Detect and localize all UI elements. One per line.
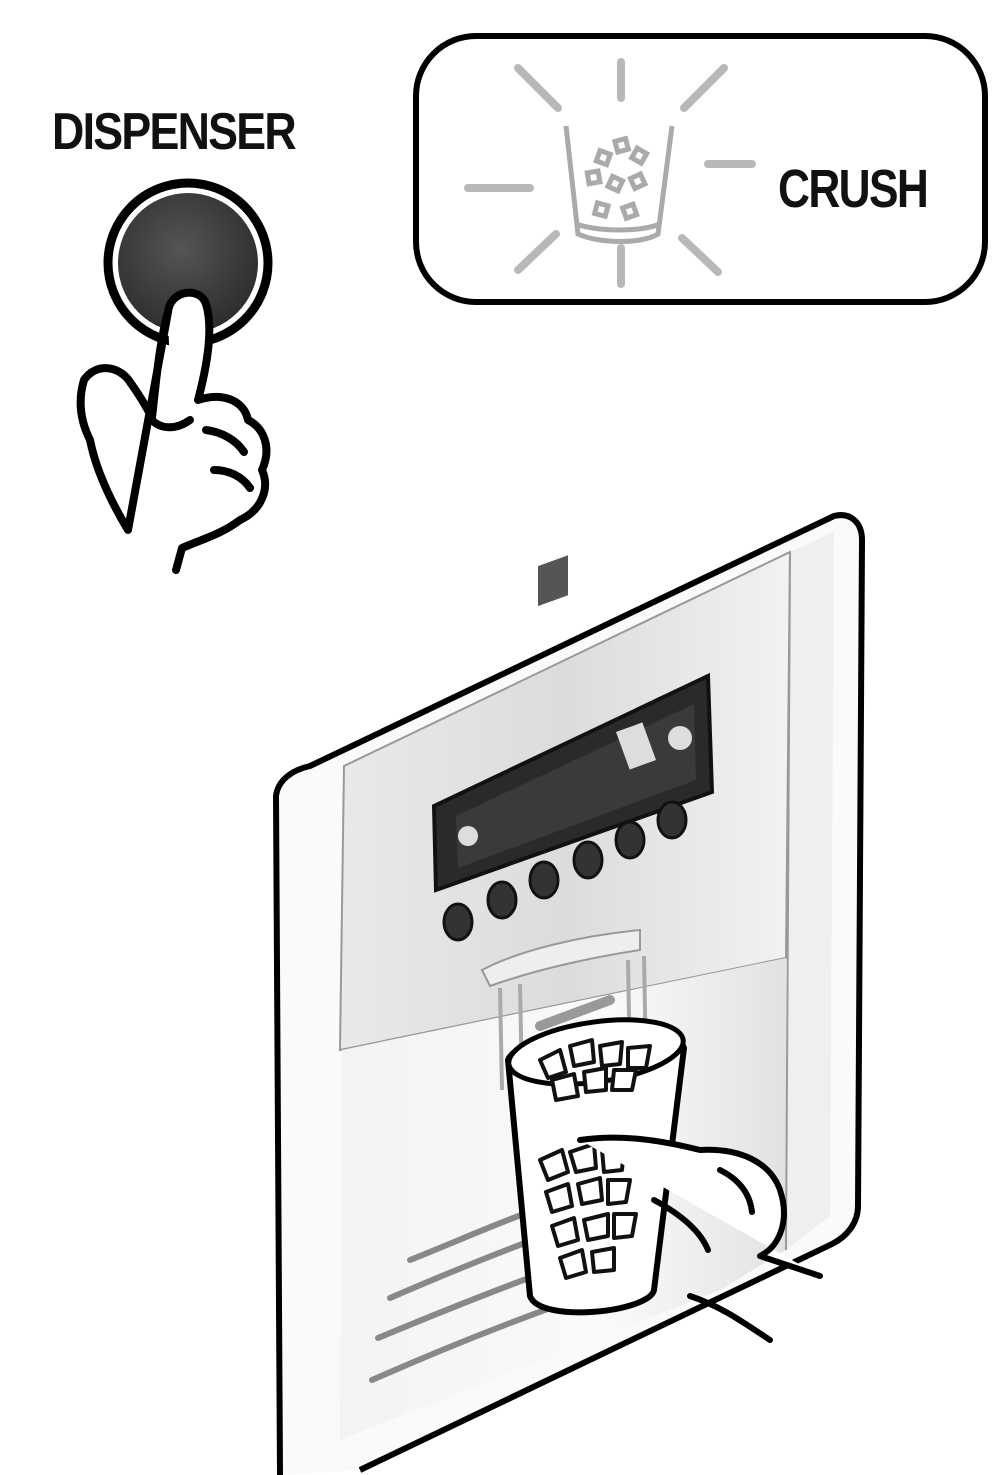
pressing-hand-icon — [81, 293, 267, 570]
dispenser-label: DISPENSER — [52, 102, 295, 162]
crush-label: CRUSH — [778, 158, 927, 220]
refrigerator-dispenser — [276, 515, 862, 1475]
